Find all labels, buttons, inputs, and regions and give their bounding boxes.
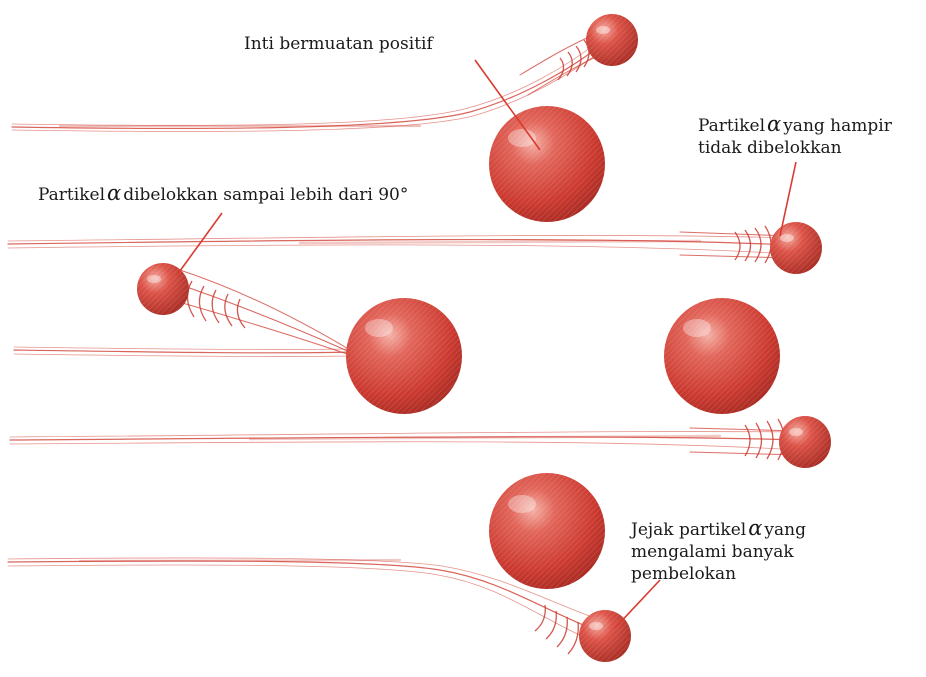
track-nearly-undeflected [8, 232, 790, 258]
label-line-3: pembelokan [631, 563, 806, 585]
label-prefix: Partikel [38, 185, 105, 205]
label-suffix: yang [764, 520, 806, 540]
alpha-particle-bottom [579, 610, 631, 662]
motion-arcs-top [558, 40, 589, 80]
alpha-particle-top [586, 14, 638, 66]
label-suffix: dibelokkan sampai lebih dari 90° [123, 185, 408, 205]
alpha-particle-nearly-undeflected [770, 222, 822, 274]
label-prefix: Jejak partikel [631, 520, 746, 540]
label-suffix: yang hampir [783, 116, 892, 136]
leader-line-many-deflections [615, 580, 660, 628]
label-prefix: Partikel [698, 116, 765, 136]
label-positive-nucleus-text: Inti bermuatan positif [244, 34, 433, 54]
motion-arcs-back-scattered [187, 281, 245, 328]
alpha-symbol: α [107, 181, 121, 205]
label-line-2: mengalami banyak [631, 541, 806, 563]
alpha-particle-middle-lower [779, 416, 831, 468]
alpha-symbol: α [767, 112, 781, 136]
track-middle-lower [10, 428, 800, 455]
nucleus-top [489, 106, 605, 222]
label-line-2: tidak dibelokkan [698, 137, 892, 159]
nucleus-bottom [489, 473, 605, 589]
alpha-particle-back-scattered [137, 263, 189, 315]
nucleus-middle-left [346, 298, 462, 414]
nucleus-middle-right [664, 298, 780, 414]
alpha-symbol: α [748, 516, 762, 540]
motion-arcs-bottom [535, 605, 578, 654]
label-positive-nucleus: Inti bermuatan positif [244, 33, 433, 55]
leader-line-back-scattered [177, 213, 222, 275]
